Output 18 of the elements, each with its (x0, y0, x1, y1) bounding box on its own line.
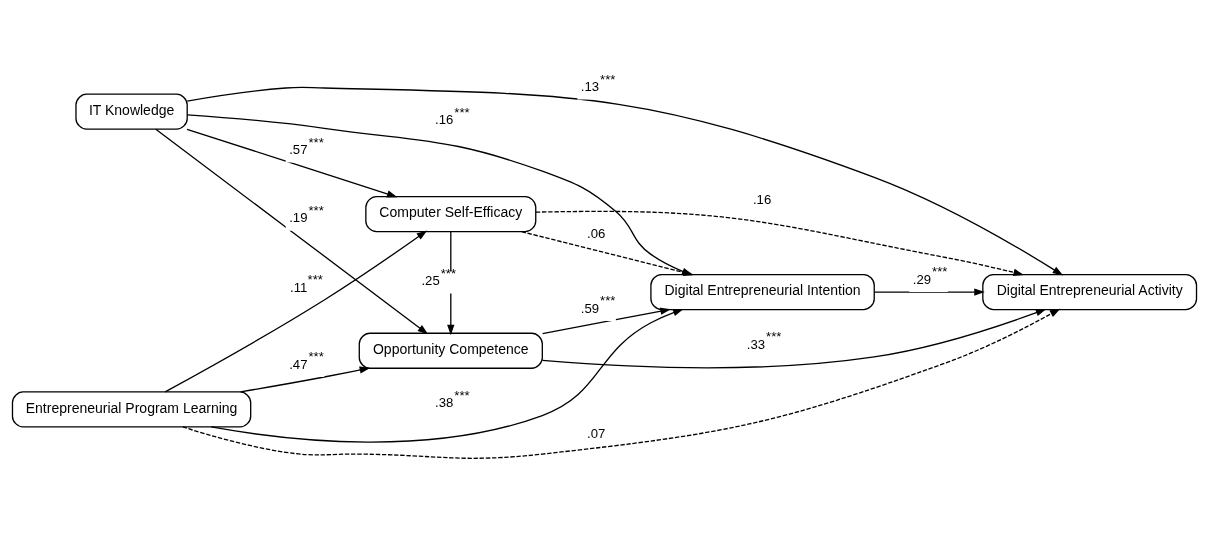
arrow (541, 307, 671, 335)
arrow (873, 288, 985, 296)
node-box: IT Knowledge (75, 93, 188, 130)
arrow (164, 230, 428, 393)
node-box: Opportunity Competence (358, 332, 543, 369)
arrow (155, 128, 429, 335)
arrow (186, 128, 398, 198)
arrow (239, 366, 371, 393)
node-box: Digital Entrepreneurial Intention (650, 273, 875, 311)
edge-label: .16 (752, 192, 772, 208)
arrow (210, 309, 684, 443)
edge-label: .06 (586, 226, 606, 242)
node-box: Entrepreneurial Program Learning (11, 391, 252, 428)
node-box: Digital Entrepreneurial Activity (982, 273, 1198, 311)
arrow (182, 308, 1061, 459)
edge-label: .07 (586, 425, 606, 441)
arrow (541, 308, 1047, 369)
node-box: Computer Self-Efficacy (365, 195, 537, 233)
